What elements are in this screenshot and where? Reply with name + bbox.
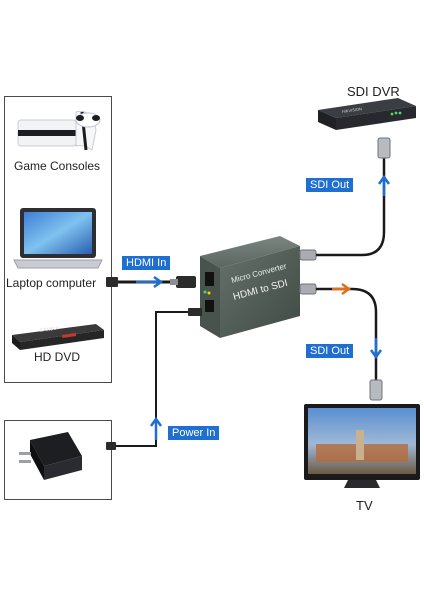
converter-box xyxy=(200,236,317,338)
dvr-logo-text: HIKVISION xyxy=(341,106,362,114)
power-adapter-icon xyxy=(19,432,82,480)
sdi-cable-top xyxy=(316,150,386,257)
game-console-icon xyxy=(17,110,101,151)
sdi-out-bottom-tag: SDI Out xyxy=(306,344,354,358)
tv-icon xyxy=(304,404,420,488)
sdi-cable-orange-arrow xyxy=(332,282,352,296)
laptop-label: Laptop computer xyxy=(6,276,97,290)
power-in-tag: Power In xyxy=(168,426,220,440)
sdi-dvr-label: SDI DVR xyxy=(347,84,400,99)
sdi-out-top-arrow xyxy=(377,174,391,196)
hdmi-in-arrow xyxy=(136,275,164,289)
sdi-dvr-icon xyxy=(318,98,416,130)
tv-label: TV xyxy=(356,498,373,513)
hd-dvd-icon xyxy=(12,324,104,350)
hdmi-in-tag: HDMI In xyxy=(122,256,171,270)
laptop-icon xyxy=(13,208,103,269)
sdi-out-top-tag: SDI Out xyxy=(306,178,354,192)
dvd-logo-text: SANSUI xyxy=(39,325,58,334)
power-cable xyxy=(112,311,200,447)
hd-dvd-label: HD DVD xyxy=(34,350,81,364)
game-consoles-label: Game Consoles xyxy=(14,159,101,173)
power-in-arrow xyxy=(149,416,163,440)
sdi-cable-bottom xyxy=(316,287,378,380)
sdi-out-bottom-arrow xyxy=(369,338,383,360)
